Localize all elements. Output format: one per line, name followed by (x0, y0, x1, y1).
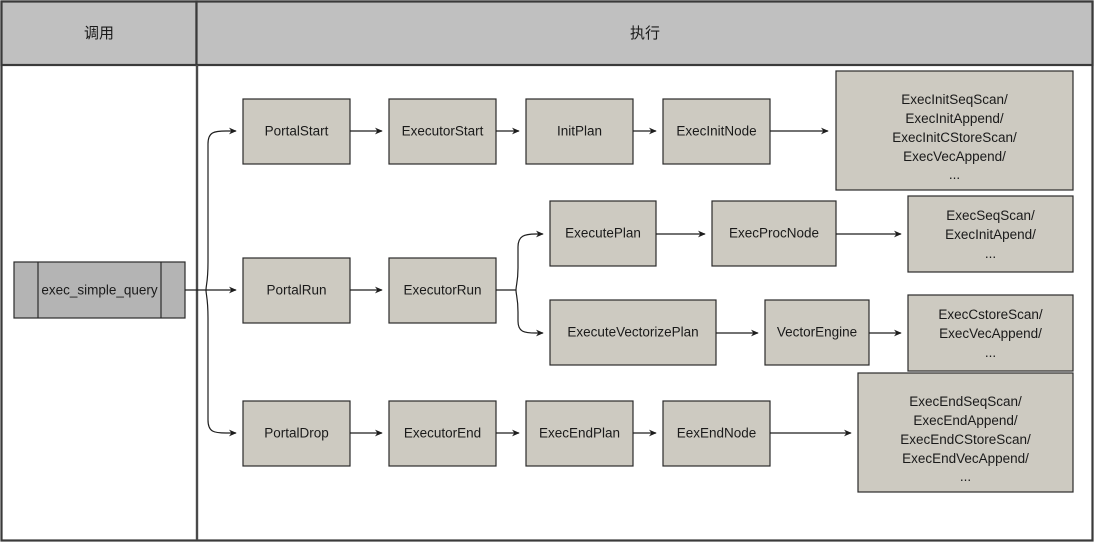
terminal-line-0: ExecCstoreScan/ (938, 307, 1043, 322)
terminal-line-3: ExecVecAppend/ (903, 149, 1006, 164)
node-portalrun[interactable]: PortalRun (242, 257, 351, 324)
terminal-line-1: ExecInitApend/ (945, 227, 1036, 242)
node-exec-simple-query[interactable]: exec_simple_query (13, 261, 186, 319)
branch-vector: ExecuteVectorizePlan VectorEngine ExecCs… (549, 294, 1074, 372)
node-label-vectorengine: VectorEngine (777, 325, 857, 340)
node-initplan[interactable]: InitPlan (525, 98, 634, 165)
row-run: PortalRun ExecutorRun ExecutePlan (242, 195, 1074, 372)
node-execendplan[interactable]: ExecEndPlan (525, 400, 634, 467)
node-label-executorend: ExecutorEnd (404, 426, 481, 441)
connector-executorrun-branches (496, 230, 544, 337)
node-execinitnode[interactable]: ExecInitNode (662, 98, 771, 165)
header-label-exec: 执行 (630, 25, 660, 42)
node-execprocnode[interactable]: ExecProcNode (711, 200, 837, 267)
terminal-line-1: ExecVecAppend/ (939, 326, 1042, 341)
terminal-line-3: ExecEndVecAppend/ (902, 451, 1029, 466)
node-label-exec-simple-query: exec_simple_query (41, 283, 158, 298)
terminal-execend-list[interactable]: ExecEndSeqScan/ ExecEndAppend/ ExecEndCS… (857, 372, 1074, 493)
branch-row: ExecutePlan ExecProcNode ExecSeqScan/ Ex… (549, 195, 1074, 273)
node-label-portalrun: PortalRun (266, 283, 326, 298)
node-label-execendplan: ExecEndPlan (539, 426, 620, 441)
node-label-executevectorizeplan: ExecuteVectorizePlan (567, 325, 698, 340)
node-portalstart[interactable]: PortalStart (242, 98, 351, 165)
terminal-line-2: ExecEndCStoreScan/ (900, 432, 1031, 447)
terminal-line-2: ... (985, 246, 996, 261)
header-cell-call (0, 0, 198, 67)
connector-fanout (185, 127, 237, 437)
terminal-line-0: ExecSeqScan/ (946, 208, 1035, 223)
terminal-execinit-list[interactable]: ExecInitSeqScan/ ExecInitAppend/ ExecIni… (835, 70, 1074, 191)
row-start: PortalStart ExecutorStart InitPlan ExecI… (242, 70, 1074, 191)
node-executorrun[interactable]: ExecutorRun (388, 257, 497, 324)
node-executorstart[interactable]: ExecutorStart (388, 98, 497, 165)
node-label-portaldrop: PortalDrop (264, 426, 329, 441)
terminal-line-0: ExecInitSeqScan/ (901, 92, 1008, 107)
row-end: PortalDrop ExecutorEnd ExecEndPlan EexEn… (242, 372, 1074, 493)
node-executeplan[interactable]: ExecutePlan (549, 200, 657, 267)
node-executorend[interactable]: ExecutorEnd (388, 400, 497, 467)
header-label-call: 调用 (84, 25, 114, 42)
node-label-execinitnode: ExecInitNode (676, 124, 756, 139)
node-eexendnode[interactable]: EexEndNode (662, 400, 771, 467)
terminal-line-2: ... (985, 345, 996, 360)
terminal-line-0: ExecEndSeqScan/ (909, 394, 1022, 409)
node-label-executeplan: ExecutePlan (565, 226, 641, 241)
terminal-line-4: ... (960, 469, 971, 484)
node-label-portalstart: PortalStart (265, 124, 329, 139)
terminal-execseqscan-list[interactable]: ExecSeqScan/ ExecInitApend/ ... (907, 195, 1074, 273)
node-label-executorstart: ExecutorStart (402, 124, 484, 139)
node-label-executorrun: ExecutorRun (403, 283, 481, 298)
terminal-line-1: ExecInitAppend/ (905, 111, 1004, 126)
node-label-eexendnode: EexEndNode (677, 426, 757, 441)
terminal-line-2: ExecInitCStoreScan/ (892, 130, 1017, 145)
node-executevectorizeplan[interactable]: ExecuteVectorizePlan (549, 299, 717, 366)
node-label-initplan: InitPlan (557, 124, 602, 139)
node-portaldrop[interactable]: PortalDrop (242, 400, 351, 467)
terminal-execcstorescan-list[interactable]: ExecCstoreScan/ ExecVecAppend/ ... (907, 294, 1074, 372)
terminal-line-4: ... (949, 167, 960, 182)
terminal-line-1: ExecEndAppend/ (913, 413, 1018, 428)
header-cell-exec (195, 0, 1094, 67)
node-vectorengine[interactable]: VectorEngine (764, 299, 870, 366)
node-label-execprocnode: ExecProcNode (729, 226, 819, 241)
